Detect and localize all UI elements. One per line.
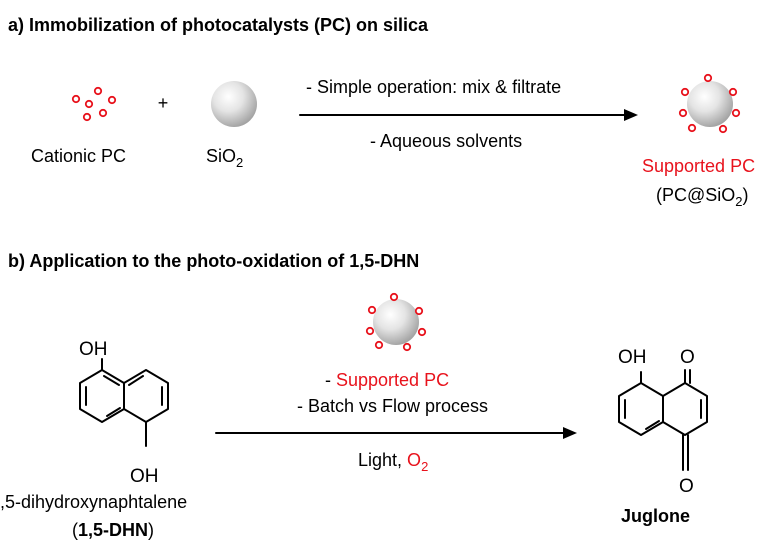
dhn-oh-top: OH xyxy=(79,339,108,360)
supported-pc-catalyst-icon xyxy=(365,292,427,352)
juglone-o-bottom: O xyxy=(679,476,694,497)
condition-aqueous-solvents: - Aqueous solvents xyxy=(370,131,522,151)
section-b-title: b) Application to the photo-oxidation of… xyxy=(8,251,419,271)
condition-light-o2: Light, O2 xyxy=(358,450,428,474)
dhn-oh-bottom: OH xyxy=(130,466,159,487)
juglone-structure xyxy=(618,369,708,471)
silica-sphere-icon xyxy=(211,81,257,127)
cationic-pc-dots-icon xyxy=(71,86,117,122)
supported-pc-sphere-icon xyxy=(678,73,741,134)
dhn-abbreviation: (1,5-DHN) xyxy=(72,520,154,540)
condition-batch-flow: - Batch vs Flow process xyxy=(297,396,488,416)
plus-sign: + xyxy=(158,93,169,113)
juglone-label: Juglone xyxy=(621,506,690,526)
reaction-arrow-a xyxy=(299,109,638,121)
dhn-structure xyxy=(79,358,169,447)
dhn-full-name: ,5-dihydroxynaphtalene xyxy=(0,492,187,512)
juglone-o-top: O xyxy=(680,347,695,368)
supported-pc-formula: (PC@SiO2) xyxy=(656,185,749,209)
section-a-title: a) Immobilization of photocatalysts (PC)… xyxy=(8,15,429,35)
reaction-arrow-b xyxy=(215,427,577,439)
supported-pc-label: Supported PC xyxy=(642,156,755,176)
cationic-pc-label: Cationic PC xyxy=(31,146,126,166)
juglone-oh: OH xyxy=(618,347,647,368)
condition-simple-operation: - Simple operation: mix & filtrate xyxy=(306,77,561,97)
condition-catalyst: - Supported PC xyxy=(325,370,449,390)
silica-label: SiO2 xyxy=(206,146,243,170)
